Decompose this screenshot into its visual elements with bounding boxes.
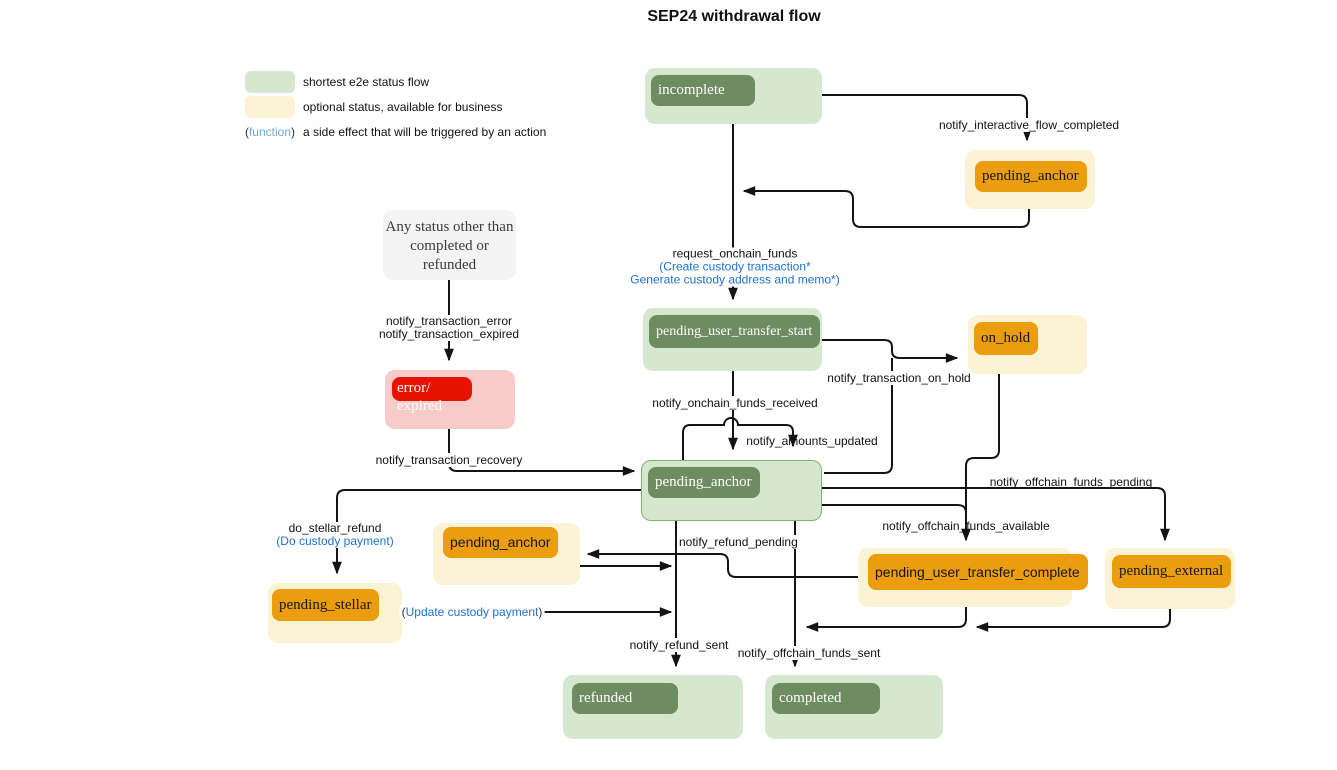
node-error-expired-label: error/ expired <box>397 380 442 414</box>
legend-label-function: a side effect that will be triggered by … <box>303 125 547 139</box>
node-pending-user-transfer-complete: pending_user_transfer_complete <box>858 548 1088 607</box>
node-error-expired-pill: error/ expired <box>392 377 472 414</box>
node-pending-anchor-top: pending_anchor <box>965 150 1095 209</box>
legend-label-shortest-flow: shortest e2e status flow <box>303 75 430 89</box>
edge-label-update-custody-payment: (Update custody payment) <box>399 605 545 619</box>
node-pending-user-transfer-start: pending_user_transfer_start <box>643 308 822 371</box>
node-pending-stellar-pill: pending_stellar <box>272 589 380 621</box>
edge-label-request-onchain-funds: request_onchain_funds (Create custody tr… <box>628 246 842 287</box>
node-pending-anchor-refund-pill: pending_anchor <box>443 527 559 558</box>
node-pending-stellar: pending_stellar <box>268 583 402 643</box>
edge-amounts-updated-loop <box>682 417 798 460</box>
edge-label-notify-offchain-funds-sent: notify_offchain_funds_sent <box>735 646 883 660</box>
legend-function-word: function <box>248 125 291 139</box>
edge-pending-anchor-top-return <box>742 186 1030 228</box>
edge-putc-to-pending-anchor-refund <box>586 549 860 578</box>
legend-function-paren-close: ) <box>291 125 295 139</box>
node-pending-external-pill: pending_external <box>1112 555 1232 588</box>
node-pending-anchor-refund: pending_anchor <box>433 523 580 585</box>
diagram-title: SEP24 withdrawal flow <box>647 8 821 25</box>
edge-pending-anchor-to-available <box>822 504 967 520</box>
legend-function-paren-open: ( <box>244 125 249 139</box>
edge-label-notify-onchain-funds-received: notify_onchain_funds_received <box>650 396 820 410</box>
node-on-hold-pill: on_hold <box>974 322 1039 355</box>
edge-puts-to-on-hold <box>822 339 959 363</box>
node-any-status: Any status other than completed or refun… <box>383 210 516 280</box>
edge-pending-anchor-to-pending-stellar <box>332 489 641 575</box>
legend-label-optional: optional status, available for business <box>303 100 503 114</box>
node-pending-anchor-center: pending_anchor <box>641 460 822 521</box>
node-pending-user-transfer-start-pill: pending_user_transfer_start <box>649 315 821 348</box>
edge-label-notify-interactive-flow-completed: notify_interactive_flow_completed <box>936 118 1122 132</box>
edge-pending-external-down <box>975 607 1171 632</box>
node-refunded-pill: refunded <box>572 683 678 714</box>
legend-swatch-shortest-flow <box>245 71 295 93</box>
edge-label-do-stellar-refund: do_stellar_refund (Do custody payment) <box>274 521 396 548</box>
legend-swatch-optional <box>245 96 295 118</box>
edge-label-notify-amounts-updated: notify_amounts_updated <box>746 434 878 448</box>
node-pending-anchor-center-pill: pending_anchor <box>648 467 760 498</box>
node-error-expired: error/ expired <box>385 370 515 429</box>
edge-on-hold-junction-to-pending-anchor <box>824 358 893 474</box>
edge-label-notify-transaction-on-hold: notify_transaction_on_hold <box>825 371 973 385</box>
edge-putc-down <box>805 605 967 632</box>
node-on-hold: on_hold <box>968 315 1087 374</box>
node-incomplete: incomplete <box>645 68 822 124</box>
edge-label-notify-offchain-funds-available: notify_offchain_funds_available <box>882 519 1050 533</box>
edge-label-notify-refund-pending: notify_refund_pending <box>677 535 800 549</box>
node-pending-anchor-top-pill: pending_anchor <box>975 161 1087 192</box>
edge-pending-anchor-to-pending-external <box>822 487 1170 542</box>
node-pending-user-transfer-complete-pill: pending_user_transfer_complete <box>868 554 1088 590</box>
node-completed: completed <box>765 675 943 739</box>
edge-incomplete-to-pending-anchor-top <box>822 94 1032 142</box>
edge-label-notify-transaction-recovery: notify_transaction_recovery <box>373 453 525 467</box>
node-incomplete-pill: incomplete <box>651 75 755 106</box>
edge-label-notify-transaction-error-expired: notify_transaction_error notify_transact… <box>376 314 522 341</box>
edge-on-hold-down <box>961 374 1000 542</box>
legend-function-example: (function) <box>205 125 295 139</box>
edge-label-notify-offchain-funds-pending: notify_offchain_funds_pending <box>989 475 1153 489</box>
edge-label-notify-refund-sent: notify_refund_sent <box>627 638 731 652</box>
node-pending-external: pending_external <box>1105 548 1235 609</box>
node-completed-pill: completed <box>772 683 880 714</box>
node-refunded: refunded <box>563 675 743 739</box>
node-any-status-label: Any status other than completed or refun… <box>385 219 514 273</box>
